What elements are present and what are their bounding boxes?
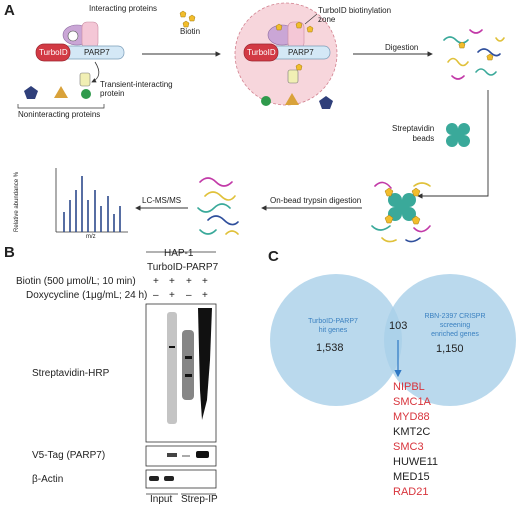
turboid-label: TurboID: [39, 48, 68, 57]
panel-letter-b: B: [4, 244, 15, 261]
biotin-sign-3: +: [186, 276, 192, 287]
free-pentagon-protein: [319, 96, 333, 109]
dox-sign-2: +: [169, 290, 175, 301]
construct-center: [243, 13, 331, 84]
mass-spectrum: [55, 168, 128, 233]
dox-row-label: Doxycycline (1μg/mL; 24 h): [26, 290, 148, 301]
digestion-label: Digestion: [385, 43, 419, 52]
lcms-label: LC-MS/MS: [142, 196, 182, 205]
construct-left: [17, 21, 125, 109]
dox-sign-1: –: [153, 290, 159, 301]
digested-peptides: [443, 29, 505, 80]
transient-protein-icon: [79, 72, 91, 87]
dox-sign-3: –: [186, 290, 192, 301]
gene-item: MED15: [393, 471, 430, 483]
blot-strep-hrp: [145, 303, 217, 443]
peptide-mixture: [197, 177, 239, 235]
pentagon-protein-icon: [24, 86, 38, 99]
arrow-right-down: [417, 90, 489, 199]
parp7-label: PARP7: [84, 48, 110, 57]
venn-circle-right: [384, 274, 516, 406]
venn-overlap-count: 103: [389, 320, 408, 332]
blot-v5-tag: [145, 445, 217, 467]
strep-hrp-label: Streptavidin-HRP: [32, 368, 110, 379]
biotin-icons: [179, 10, 196, 28]
venn-right-count: 1,150: [436, 343, 464, 355]
gene-item: NIPBL: [393, 381, 425, 393]
turboid-domain: [35, 43, 71, 62]
gene-item: SMC3: [393, 441, 424, 453]
panel-letter-a: A: [4, 2, 15, 19]
streptavidin-bead-icon: [446, 123, 470, 147]
venn-circle-left: [270, 274, 402, 406]
noninteracting-label: Noninteracting proteins: [18, 110, 101, 119]
gene-item: KMT2C: [393, 426, 431, 438]
biotin-row-label: Biotin (500 μmol/L; 10 min): [16, 276, 136, 287]
biotin-sign-4: +: [202, 276, 208, 287]
gene-item: SMC1A: [393, 396, 431, 408]
noninteracting-bracket: [17, 104, 105, 109]
dox-sign-4: +: [202, 290, 208, 301]
interacting-protein-pink: [81, 21, 99, 49]
biotin-sign-2: +: [169, 276, 175, 287]
venn-left-count: 1,538: [316, 342, 344, 354]
gene-item: HUWE11: [393, 456, 439, 468]
parp7-label-center: PARP7: [288, 48, 314, 57]
cell-line-1: HAP-1: [164, 248, 194, 259]
spectrum-xlabel: m/z: [86, 234, 96, 240]
blot-beta-actin: [145, 469, 217, 489]
biotin-sign-1: +: [153, 276, 159, 287]
gene-item: RAD21: [393, 486, 429, 498]
triangle-protein-icon: [54, 86, 68, 98]
gene-item: MYD88: [393, 411, 430, 423]
biotin-pocket-icon: [67, 30, 79, 42]
strep-ip-label: Strep-IP: [181, 494, 218, 505]
panel-letter-c: C: [268, 248, 279, 265]
circle-protein-icon: [81, 89, 91, 99]
turboid-label-center: TurboID: [247, 48, 276, 57]
interacting-proteins-label: Interacting proteins: [89, 4, 158, 13]
bead-bound-peptides: [371, 181, 431, 243]
free-circle-protein: [261, 96, 271, 106]
cell-line-2: TurboID-PARP7: [147, 262, 219, 273]
v5-tag-label: V5-Tag (PARP7): [32, 450, 106, 461]
beta-actin-label: β-Actin: [32, 474, 64, 485]
spectrum-ylabel: Relative abundance %: [14, 171, 20, 232]
onbead-label: On-bead trypsin digestion: [270, 196, 362, 205]
transient-arrow: [91, 61, 100, 83]
free-triangle-protein: [285, 93, 299, 105]
input-label: Input: [150, 494, 173, 505]
biotin-label: Biotin: [180, 27, 201, 36]
